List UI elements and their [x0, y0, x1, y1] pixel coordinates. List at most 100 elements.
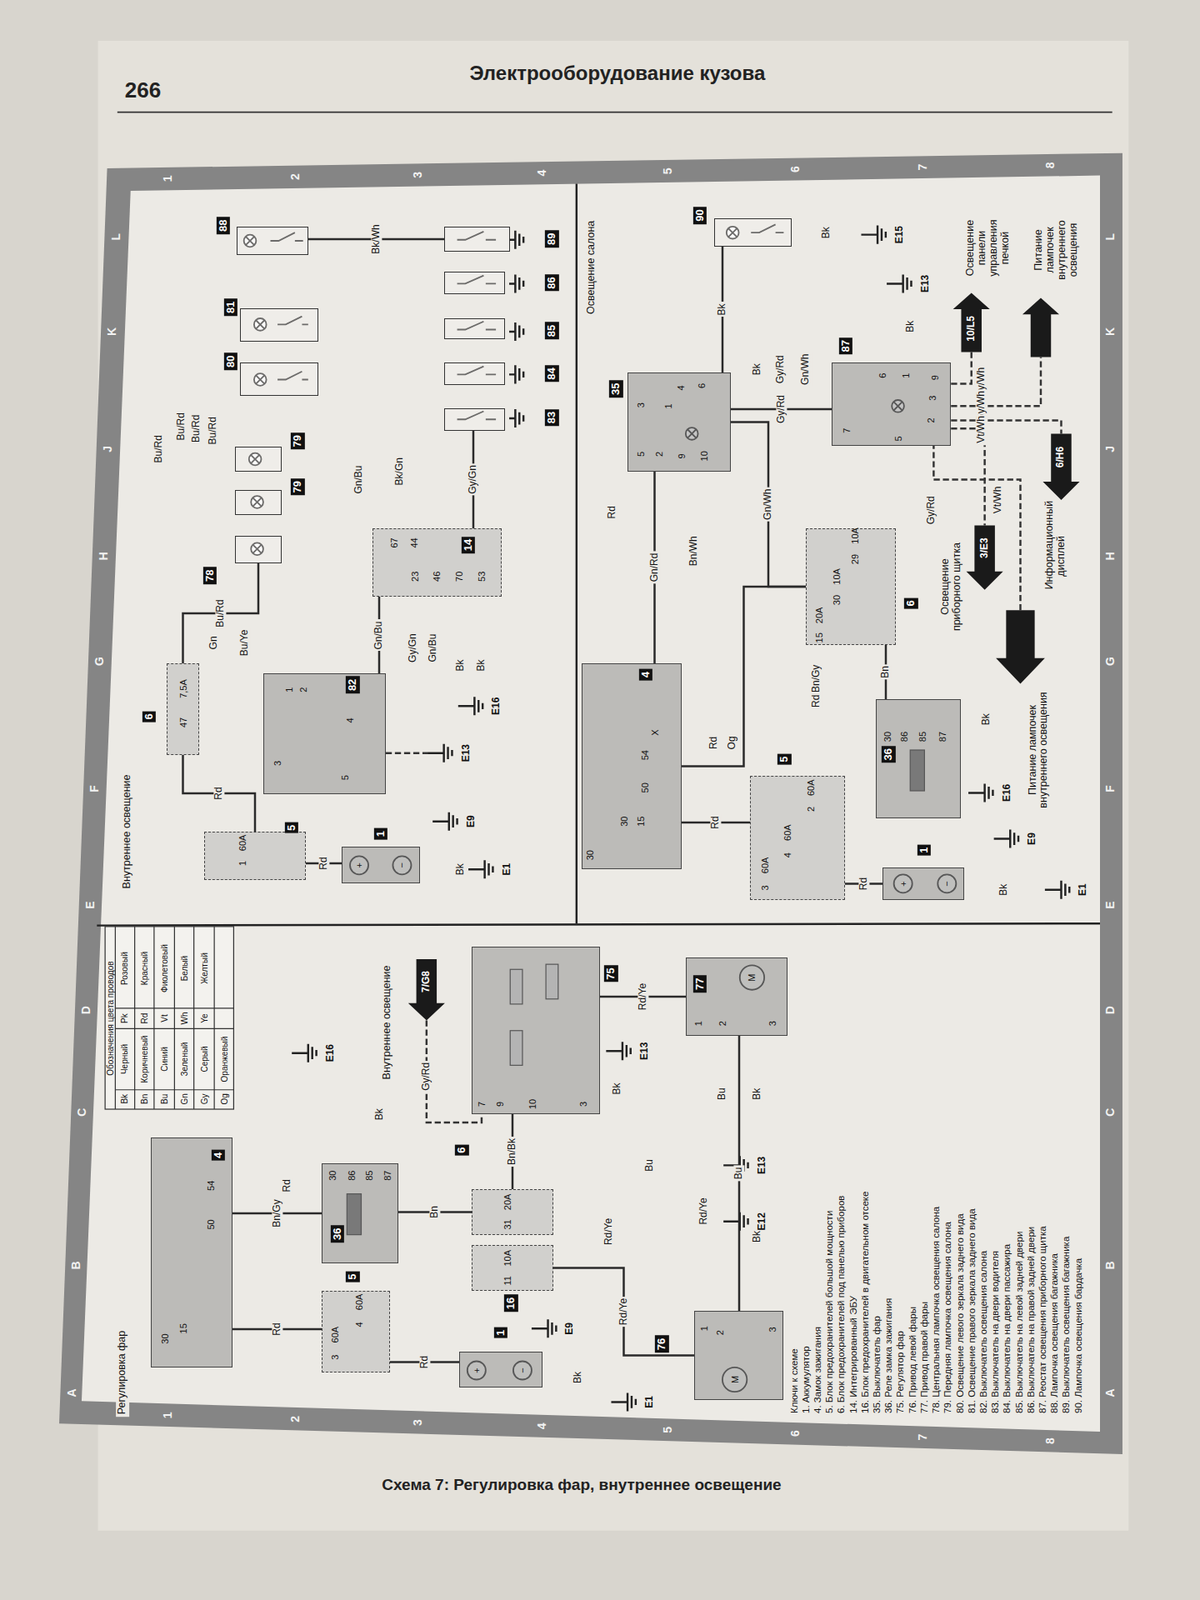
ground-symbol	[509, 409, 524, 428]
decor-wire	[950, 357, 1041, 407]
pin-number: 1	[699, 1325, 710, 1331]
note-text: Освещение панели управления печкой	[964, 205, 1012, 290]
component-box: 88	[236, 226, 309, 255]
component-box: 81	[240, 308, 319, 342]
wire-color-label: Bk	[751, 1086, 763, 1102]
panel-divider	[96, 183, 1100, 925]
wire-color-label: Bn/Gy	[810, 663, 822, 695]
header-rule	[117, 111, 1113, 114]
table-cell: Белый	[180, 955, 190, 981]
key-entry: 80. Освещение левого зеркала заднего вид…	[954, 1213, 965, 1414]
ground-label: E16	[1001, 784, 1013, 802]
color-table	[134, 926, 135, 1110]
color-table	[214, 926, 215, 1110]
callout-number: 16	[504, 1295, 518, 1312]
pin-number: 1	[900, 373, 911, 379]
key-entry: 82. Выключатель освещения салона	[978, 1250, 990, 1414]
component-box: 79	[235, 446, 282, 471]
callout-number: 6	[904, 597, 918, 609]
ground-label: E1	[501, 863, 513, 876]
pin-number: 60A	[330, 1326, 340, 1344]
key-entry: 79. Передняя лампочка освещения салона	[942, 1221, 954, 1414]
wire-color-label: Bk	[475, 657, 487, 673]
table-cell: Коричневый	[140, 1035, 150, 1084]
component-box: 80	[240, 362, 319, 396]
pin-number: 3	[927, 395, 938, 401]
wire-color-label: Gn/Bu	[373, 619, 385, 651]
grid-reference: L	[1105, 233, 1118, 241]
pin-number: 3	[330, 1355, 340, 1360]
figure-caption: Схема 7: Регулировка фар, внутреннее осв…	[381, 1475, 781, 1494]
pin-number: 60A	[805, 780, 816, 797]
color-table	[115, 1028, 234, 1030]
pin-number: 6	[877, 373, 888, 379]
color-table	[115, 1007, 234, 1009]
wire-color-label: Rd	[858, 875, 870, 892]
grid-reference: K	[105, 327, 119, 336]
key-entry: 4. Замок зажигания	[812, 1326, 824, 1414]
wire-color-label: Gy/Gn	[407, 631, 419, 665]
wire-color-label: Gy/Rd	[925, 494, 937, 526]
key-entry: 86. Выключатель на правой задней двери	[1025, 1226, 1036, 1414]
pin-number: 2	[298, 687, 309, 693]
callout-number: 86	[545, 274, 559, 291]
table-cell: Красный	[140, 951, 150, 985]
color-table	[174, 926, 175, 1110]
grid-reference: 5	[661, 167, 675, 175]
decor-wire	[385, 751, 428, 754]
table-cell: Розовый	[120, 951, 130, 985]
pin-number: 30	[160, 1333, 170, 1344]
pin-number: 47	[178, 717, 189, 728]
grid-reference: 6	[789, 1430, 802, 1437]
callout-number: 82	[345, 676, 360, 694]
wire-color-label: Gy/Gn	[467, 463, 479, 496]
pin-number: 9	[676, 453, 687, 459]
pin-number: 30	[585, 850, 595, 860]
ground-symbol	[291, 1044, 316, 1063]
key-entry: 83. Выключатель на двери водителя	[990, 1250, 1001, 1414]
component-box: 89	[444, 226, 511, 253]
wire-color-label: Bk	[716, 301, 728, 317]
wire-color-label: Gy/Rd	[775, 393, 787, 425]
grid-reference: 7	[916, 164, 930, 171]
pin-number: 3	[578, 1101, 589, 1107]
callout-number: 75	[604, 965, 618, 982]
key-entry: 14. Интегрированный ЭБУ	[847, 1295, 859, 1414]
decor-wire	[950, 420, 1061, 434]
color-table	[105, 926, 234, 1110]
key-entry: 1. Аккумулятор	[800, 1345, 812, 1414]
callout-number: 77	[693, 975, 707, 992]
component-box: 36	[875, 699, 962, 819]
component-box: 82	[263, 673, 386, 794]
wire-color-label: Bk	[820, 225, 832, 240]
wire-color-label: Bu/Ye	[239, 628, 250, 659]
color-table	[115, 1089, 234, 1090]
component-box: 86	[444, 271, 505, 295]
component-box: 5	[750, 775, 845, 900]
ground-symbol	[509, 365, 524, 384]
table-cell: Зеленый	[180, 1042, 190, 1077]
grid-reference: A	[65, 1388, 79, 1397]
table-cell: Обозначения цвета проводов	[105, 960, 115, 1075]
grid-reference: 8	[1045, 1437, 1058, 1445]
grid-reference: D	[80, 1005, 93, 1015]
callout-number: 1	[373, 828, 387, 840]
key-entry: 87. Реостат освещения приборного щитка	[1037, 1225, 1049, 1414]
arrow-reference: 3/E3	[979, 537, 990, 559]
grid-reference: K	[1105, 327, 1118, 336]
wire-color-label: Rd/Ye	[698, 1195, 710, 1226]
table-cell: Og	[219, 1093, 229, 1105]
ground-label: E9	[1027, 832, 1039, 845]
pin-number: 9	[495, 1101, 505, 1107]
ground-label: E12	[756, 1212, 768, 1230]
pin-number: 15	[814, 632, 825, 643]
pin-number: 5	[635, 451, 646, 457]
wire-color-label: Bk/Wh	[370, 222, 382, 255]
grid-reference: C	[76, 1108, 90, 1117]
pin-number: 15	[178, 1323, 189, 1334]
wire-color-label: Bk	[751, 1229, 763, 1245]
wire-color-label: Gn/Bu	[428, 632, 440, 665]
table-cell: Ye	[199, 1013, 209, 1023]
ground-symbol	[1045, 880, 1070, 900]
reference-arrow	[995, 610, 1045, 684]
